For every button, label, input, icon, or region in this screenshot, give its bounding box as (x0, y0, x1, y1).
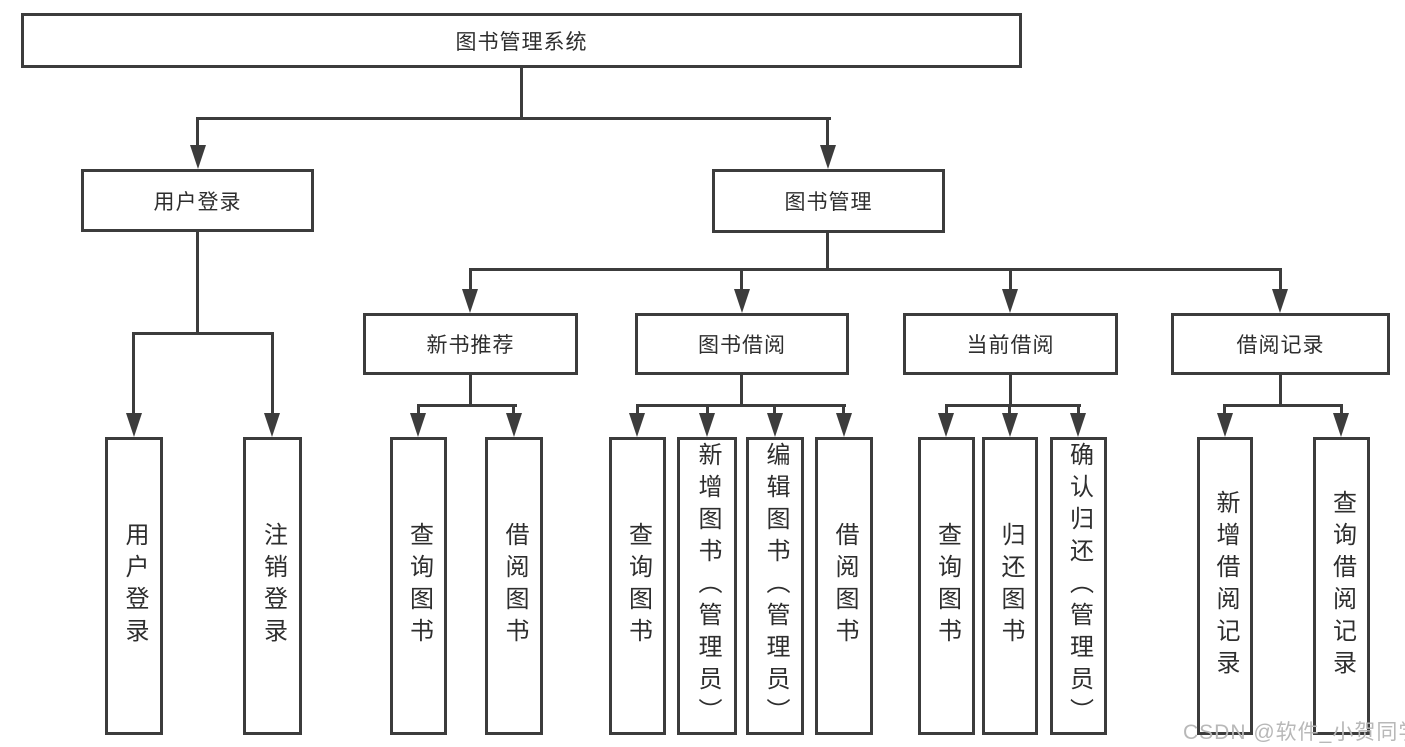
connector-line (1279, 268, 1282, 292)
node-label: 用户登录 (153, 190, 242, 214)
connector-line (132, 332, 135, 414)
node-label: 借阅图书 (831, 522, 858, 650)
leaf-query-borrow-record: 查询借阅记录 (1313, 437, 1370, 735)
node-user-login-module: 用户登录 (81, 169, 314, 232)
node-label: 编辑图书（管理员） (762, 442, 789, 730)
arrowhead-down-icon (1333, 413, 1349, 437)
node-label: 查询图书 (624, 522, 652, 650)
arrowhead-down-icon (629, 413, 645, 437)
arrowhead-down-icon (190, 145, 206, 169)
arrowhead-down-icon (767, 413, 783, 437)
node-label: 查询借阅记录 (1328, 490, 1356, 682)
connector-line (1340, 404, 1343, 415)
connector-line (196, 232, 199, 335)
node-new-book-recommend: 新书推荐 (363, 313, 578, 375)
leaf-confirm-return-admin: 确认归还（管理员） (1050, 437, 1107, 735)
connector-line (520, 68, 523, 117)
node-label: 新书推荐 (426, 334, 515, 357)
arrowhead-down-icon (1272, 289, 1288, 313)
connector-line (469, 268, 1282, 271)
watermark: CSDN @软件_小贺同学 (1183, 721, 1405, 744)
connector-line (196, 117, 831, 120)
arrowhead-down-icon (506, 413, 522, 437)
arrowhead-down-icon (1002, 289, 1018, 313)
node-label: 新增图书（管理员） (694, 442, 721, 730)
node-label: 查询图书 (933, 522, 961, 650)
leaf-add-borrow-record: 新增借阅记录 (1197, 437, 1253, 735)
connector-line (826, 117, 829, 148)
arrowhead-down-icon (1002, 413, 1018, 437)
connector-line (1008, 404, 1011, 415)
connector-line (1009, 375, 1012, 407)
connector-line (773, 404, 776, 415)
node-book-management-module: 图书管理 (712, 169, 945, 233)
node-label: 图书管理 (784, 191, 873, 214)
node-label: 当前借阅 (966, 334, 1055, 357)
leaf-borrow-book-2: 借阅图书 (815, 437, 873, 735)
connector-line (1009, 268, 1012, 292)
node-label: 图书借阅 (698, 334, 786, 357)
connector-line (1223, 404, 1343, 407)
connector-line (636, 404, 846, 407)
connector-line (469, 375, 472, 407)
arrowhead-down-icon (734, 289, 750, 313)
leaf-query-book-2: 查询图书 (609, 437, 666, 735)
connector-line (132, 332, 274, 335)
leaf-return-book: 归还图书 (982, 437, 1038, 735)
node-label: 确认归还（管理员） (1065, 442, 1093, 730)
arrowhead-down-icon (1070, 413, 1086, 437)
connector-line (196, 117, 199, 148)
connector-line (842, 404, 845, 415)
connector-line (740, 268, 743, 292)
connector-line (1223, 404, 1226, 415)
leaf-add-book-admin: 新增图书（管理员） (677, 437, 737, 735)
node-label: 图书管理系统 (455, 30, 588, 54)
leaf-edit-book-admin: 编辑图书（管理员） (746, 437, 804, 735)
node-borrow-record: 借阅记录 (1171, 313, 1390, 375)
arrowhead-down-icon (264, 413, 280, 437)
node-current-borrow: 当前借阅 (903, 313, 1118, 375)
arrowhead-down-icon (126, 413, 142, 437)
leaf-logout: 注销登录 (243, 437, 302, 735)
connector-line (945, 404, 948, 415)
leaf-query-book-3: 查询图书 (918, 437, 975, 735)
connector-line (512, 404, 515, 415)
arrowhead-down-icon (836, 413, 852, 437)
node-label: 归还图书 (997, 522, 1024, 650)
connector-line (1279, 375, 1282, 407)
connector-line (706, 404, 709, 415)
node-label: 查询图书 (405, 522, 433, 650)
arrowhead-down-icon (410, 413, 426, 437)
connector-line (826, 233, 829, 270)
connector-line (636, 404, 639, 415)
node-label: 新增借阅记录 (1212, 490, 1239, 682)
node-label: 注销登录 (259, 522, 287, 650)
node-label: 用户登录 (121, 522, 148, 650)
arrowhead-down-icon (1217, 413, 1233, 437)
leaf-user-login: 用户登录 (105, 437, 163, 735)
connector-line (1077, 404, 1080, 415)
leaf-query-book-1: 查询图书 (390, 437, 447, 735)
arrowhead-down-icon (462, 289, 478, 313)
arrowhead-down-icon (699, 413, 715, 437)
connector-line (945, 404, 1081, 407)
arrowhead-down-icon (820, 145, 836, 169)
connector-line (417, 404, 517, 407)
leaf-borrow-book-1: 借阅图书 (485, 437, 543, 735)
node-label: 借阅图书 (501, 522, 528, 650)
connector-line (271, 332, 274, 414)
connector-line (740, 375, 743, 407)
arrowhead-down-icon (938, 413, 954, 437)
connector-line (469, 268, 472, 292)
node-book-borrow: 图书借阅 (635, 313, 849, 375)
node-root: 图书管理系统 (21, 13, 1022, 68)
connector-line (417, 404, 420, 415)
node-label: 借阅记录 (1236, 334, 1325, 357)
